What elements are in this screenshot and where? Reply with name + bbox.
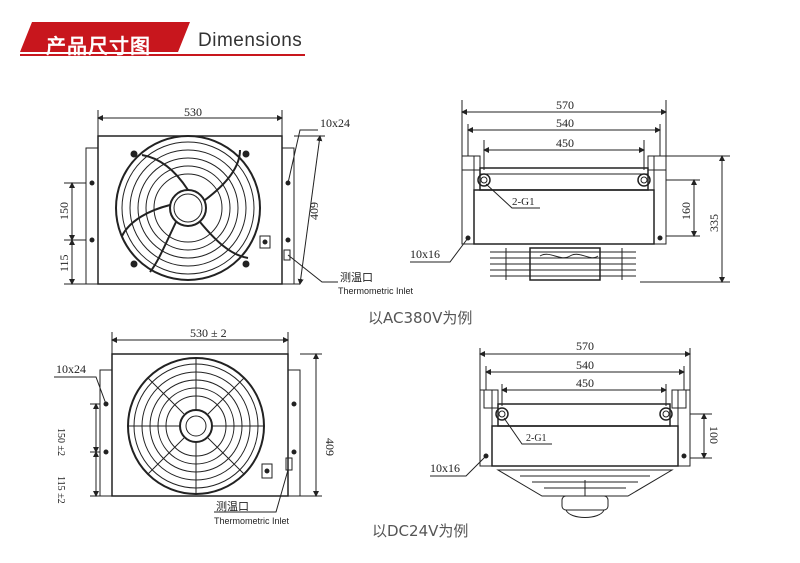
ac-fan-grille <box>115 135 261 281</box>
header-title-cn: 产品尺寸图 <box>46 34 151 58</box>
ac-top-overall-label: 570 <box>556 98 574 112</box>
ac-front-bolt-label: 10x24 <box>320 116 350 130</box>
dc-top-port-height-label: 100 <box>707 426 721 444</box>
dc-top-fan-motor <box>496 469 674 518</box>
ac-left-bracket <box>85 147 99 285</box>
ac-front-spacing-lower-label: 115 <box>57 254 71 272</box>
ac-right-bracket <box>281 147 295 285</box>
dc-front-width-label: 530 ± 2 <box>190 326 227 340</box>
ac-top-port-label: 2-G1 <box>512 196 535 208</box>
header-red-tab <box>20 22 190 52</box>
ac-front-view <box>64 110 338 285</box>
ac-top-port-height-label: 160 <box>679 202 693 220</box>
dc-top-core-label: 450 <box>576 376 594 390</box>
ac-top-fan-motor <box>490 247 636 281</box>
dc-front-height-label: 409 <box>323 438 337 456</box>
header-graphic <box>20 22 305 56</box>
dc-top-mount-label: 540 <box>576 358 594 372</box>
dc-fan-grille <box>127 357 265 495</box>
ac-front-width-label: 530 <box>184 105 202 119</box>
ac-top-total-height-label: 335 <box>707 214 721 232</box>
dc-front-thermo-cn: 测温口 <box>216 500 249 513</box>
ac-top-bolt-label: 10x16 <box>410 247 440 261</box>
ac-top-core-label: 450 <box>556 136 574 150</box>
dc-front-view <box>54 332 322 513</box>
section-header: 产品尺寸图 Dimensions <box>0 0 800 70</box>
dc-top-view <box>430 348 712 518</box>
dc-top-overall-label: 570 <box>576 339 594 353</box>
ac-front-thermo-en: Thermometric Inlet <box>338 286 414 296</box>
dc-model-caption: 以DC24V为例 <box>372 522 469 540</box>
ac-front-height-label: 409 <box>307 202 321 220</box>
dc-front-spacing-upper-label: 150 ±2 <box>55 428 66 456</box>
dc-top-bolt-label: 10x16 <box>430 461 460 475</box>
dc-front-spacing-lower-label: 115 ±2 <box>55 476 66 504</box>
header-title-en: Dimensions <box>198 30 303 51</box>
ac-model-caption: 以AC380V为例 <box>368 309 473 327</box>
ac-front-thermo-cn: 测温口 <box>340 271 373 284</box>
ac-top-view <box>410 100 730 283</box>
dc-front-bolt-label: 10x24 <box>56 362 86 376</box>
ac-front-spacing-upper-label: 150 <box>57 202 71 220</box>
dc-front-thermo-en: Thermometric Inlet <box>214 516 290 526</box>
dc-top-port-label: 2-G1 <box>526 433 547 444</box>
ac-top-mount-label: 540 <box>556 116 574 130</box>
